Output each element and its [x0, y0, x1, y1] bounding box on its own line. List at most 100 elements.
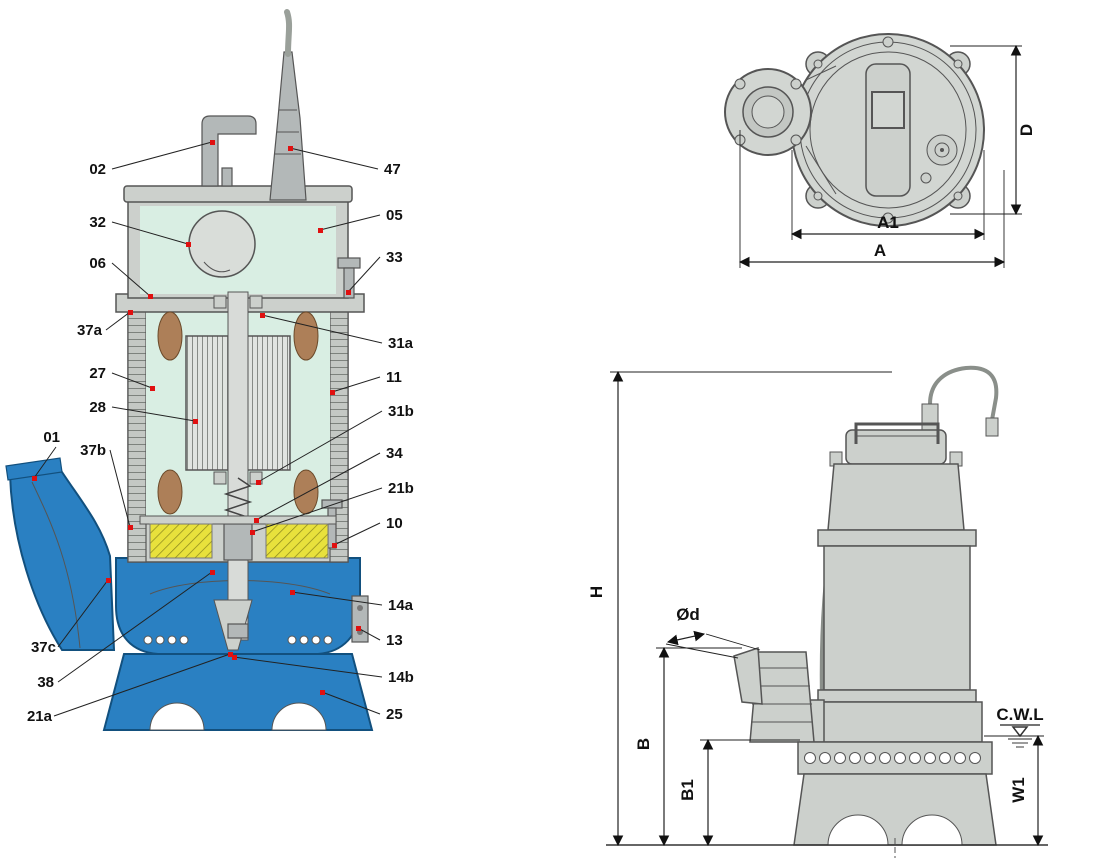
thermal-protector [203, 261, 231, 273]
side-cable [928, 365, 999, 421]
part-label-47: 47 [384, 161, 401, 178]
base-stand [102, 653, 374, 731]
strainer-hole [864, 752, 876, 764]
volute-hole [167, 635, 177, 645]
leader-markers [32, 140, 361, 695]
flange-bolt [790, 134, 802, 146]
top-view-bolt [882, 36, 894, 48]
part-label-33: 33 [386, 249, 403, 266]
seal-housing-side [811, 701, 983, 743]
part-label-05: 05 [386, 207, 403, 224]
dim-label-a: A [874, 241, 886, 260]
discharge-flange [5, 457, 63, 481]
part-label-37a: 37a [77, 322, 103, 339]
bearing-lower [213, 471, 227, 485]
base-arch-right [271, 702, 327, 731]
volute-hole [299, 635, 309, 645]
dim-label-a1: A1 [877, 213, 899, 232]
strainer-hole [834, 752, 846, 764]
part-label-10: 10 [386, 515, 403, 532]
seal-flange-side [817, 689, 977, 703]
flange-bore [751, 95, 785, 129]
top-view-dimensions: A1 A D [738, 44, 1036, 268]
part-label-01: 01 [43, 429, 60, 446]
mech-seal [223, 523, 253, 561]
part-label-13: 13 [386, 632, 403, 649]
elbow-inner-wall [31, 481, 81, 649]
part-label-11: 11 [386, 369, 402, 386]
water-level-label: C.W.L [996, 705, 1043, 724]
cable-gland [269, 51, 307, 201]
part-label-27: 27 [89, 365, 106, 382]
screw-top-view [920, 172, 932, 184]
top-view-bolt [882, 212, 894, 224]
handle-top-view [865, 63, 911, 197]
volute-hole [311, 635, 321, 645]
dim-label-d: D [1017, 124, 1036, 136]
strainer-hole [954, 752, 966, 764]
pump-side-view: H B B1 Ød C.W.L W1 [587, 365, 1048, 858]
top-view-bolt [813, 191, 823, 201]
part-label-31b: 31b [388, 403, 414, 420]
bolt-33 [337, 257, 361, 299]
part-label-21b: 21b [388, 480, 414, 497]
part-label-37b: 37b [80, 442, 106, 459]
dim-label-w1: W1 [1009, 777, 1028, 803]
leader-lines [33, 141, 383, 717]
dim-label-od: Ød [676, 605, 700, 624]
pump-top-view: A1 A D [724, 33, 1036, 268]
top-cap-side [845, 429, 947, 465]
part-label-34: 34 [386, 445, 403, 462]
strainer-hole [804, 752, 816, 764]
water-level-icon [1008, 726, 1032, 748]
part-label-28: 28 [89, 399, 106, 416]
strainer-hole [849, 752, 861, 764]
top-view-cover-ring [809, 51, 967, 209]
part-label-25: 25 [386, 706, 403, 723]
strainer-hole [939, 752, 951, 764]
flange-bolt [790, 78, 802, 90]
part-label-06: 06 [89, 255, 106, 272]
part-label-37c: 37c [31, 639, 56, 656]
base-arch-left [149, 702, 205, 731]
discharge-elbow [8, 464, 116, 651]
winding-top-right [293, 311, 319, 361]
volute-hole [155, 635, 165, 645]
clamp-band-side [817, 529, 977, 547]
strainer-hole [909, 752, 921, 764]
winding-bottom-right [293, 469, 319, 515]
impeller-nut [227, 623, 249, 639]
oil-chamber-left [149, 523, 213, 559]
cable-gland-side [921, 403, 939, 433]
winding-bottom-left [157, 469, 183, 515]
power-cable [284, 9, 293, 57]
top-view-bolt [953, 59, 963, 69]
side-view-dimensions: H B B1 Ød C.W.L W1 [587, 370, 1048, 847]
volute-hole [143, 635, 153, 645]
discharge-spout [733, 646, 763, 705]
part-label-32: 32 [89, 214, 106, 231]
cable-plug [985, 417, 999, 437]
strainer-hole [879, 752, 891, 764]
base-arch-side [901, 814, 963, 846]
oil-plate [139, 515, 337, 525]
strainer-hole [969, 752, 981, 764]
handle [201, 115, 257, 187]
part-label-38: 38 [37, 674, 54, 691]
part-label-14b: 14b [388, 669, 414, 686]
dim-label-b: B [634, 738, 653, 750]
strainer-hole [819, 752, 831, 764]
handle-hole [871, 91, 905, 129]
handle-side [854, 422, 940, 444]
bearing-upper [213, 295, 227, 309]
part-labels: 02 32 06 37a 27 28 01 37b 37c 38 21a 47 … [27, 161, 414, 725]
part-label-14a: 14a [388, 597, 414, 614]
cable-gland-top-view [934, 142, 950, 158]
base-arch-side [827, 814, 889, 846]
part-label-02: 02 [89, 161, 106, 178]
oil-chamber-right [265, 523, 329, 559]
bearing-upper [249, 295, 263, 309]
top-lid [123, 185, 353, 203]
upper-casing-side [827, 463, 965, 531]
handle-screw [221, 167, 233, 187]
